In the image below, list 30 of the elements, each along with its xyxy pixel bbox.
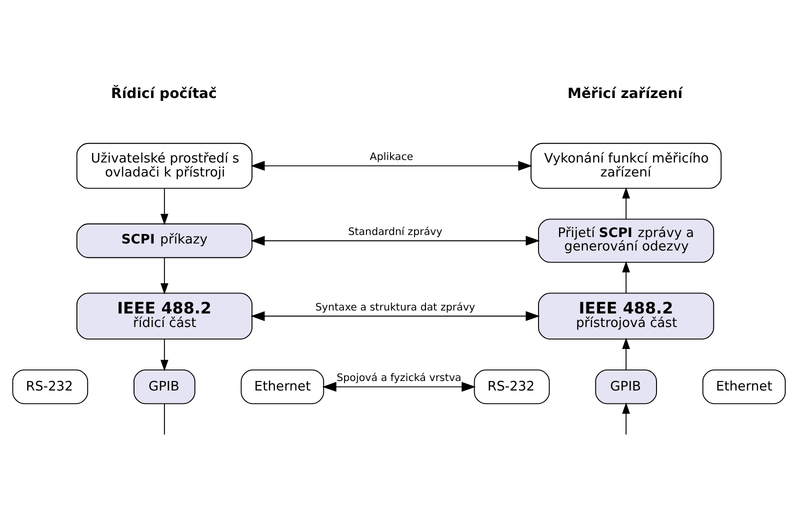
arrow: [250, 310, 540, 321]
arrow: [160, 256, 168, 294]
edge-label: Aplikace: [370, 150, 414, 163]
node-box: IEEE 488.2 přístrojová část: [538, 292, 714, 340]
label: Řídicí počítač: [111, 85, 217, 102]
edge-label: Syntaxe a struktura dat zprávy: [315, 300, 476, 313]
arrow: [160, 188, 168, 225]
node-box: Přijetí SCPI zprávy a generování odezvy: [538, 218, 714, 262]
arrow: [322, 381, 476, 392]
node-box: GPIB: [595, 369, 657, 404]
arrow: [250, 160, 532, 170]
label: Měřicí zařízení: [568, 85, 683, 102]
arrow: [622, 186, 630, 220]
arrow: [160, 338, 168, 371]
connector: [164, 402, 165, 434]
node-box: Ethernet: [240, 369, 324, 404]
edge-label: Spojová a fyzická vrstva: [336, 372, 462, 384]
arrow: [622, 260, 630, 293]
node-box: Ethernet: [702, 369, 786, 404]
node-box: RS-232: [474, 369, 550, 404]
node-box: RS-232: [12, 369, 88, 404]
arrow: [250, 235, 540, 246]
arrow: [622, 402, 630, 434]
node-box: SCPI příkazy: [76, 222, 252, 258]
node-box: IEEE 488.2 řídicí část: [76, 292, 252, 340]
node-box: Uživatelské prostředí s ovladači k přístroji: [76, 142, 252, 188]
node-box: GPIB: [134, 369, 196, 404]
edge-label: Standardní zprávy: [348, 225, 442, 238]
arrow: [622, 337, 630, 370]
node-box: Vykonání funkcí měřicího zařízení: [530, 142, 722, 188]
